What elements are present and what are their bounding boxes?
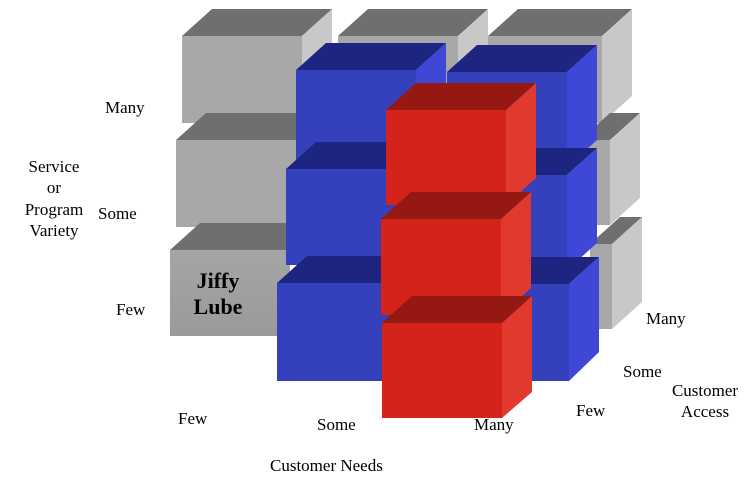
x-level-few: Few: [178, 409, 208, 428]
z-axis-title-line: Customer: [671, 381, 739, 400]
gray-cube-few-few: [170, 223, 320, 336]
gray-cube-some-few: [176, 113, 326, 227]
z-level-many: Many: [646, 309, 686, 328]
z-axis-title: Customer Access: [660, 380, 750, 423]
z-level-some: Some: [623, 362, 662, 381]
jiffy-lube-label-line: Lube: [193, 294, 243, 320]
z-axis-title-line: Access: [680, 402, 730, 422]
jiffy-lube-label: Jiffy Lube: [178, 268, 258, 321]
y-level-few: Few: [116, 300, 146, 319]
jiffy-lube-label-line: Jiffy: [196, 268, 240, 293]
x-level-many: Many: [474, 415, 514, 434]
y-axis-title-line: or: [46, 178, 62, 198]
y-level-many: Many: [105, 98, 145, 117]
z-level-few: Few: [576, 401, 606, 420]
y-axis-title-line: Program: [24, 199, 84, 219]
y-axis-title: Service or Program Variety: [18, 156, 90, 241]
red-cube-bottom: [382, 296, 532, 418]
red-cube-top: [386, 83, 536, 205]
x-axis-title: Customer Needs: [270, 456, 383, 475]
x-level-some: Some: [317, 415, 356, 434]
red-layer: [381, 83, 536, 418]
y-axis-title-line: Service: [28, 157, 80, 176]
y-level-some: Some: [98, 204, 137, 223]
y-axis-title-line: Variety: [29, 220, 79, 240]
